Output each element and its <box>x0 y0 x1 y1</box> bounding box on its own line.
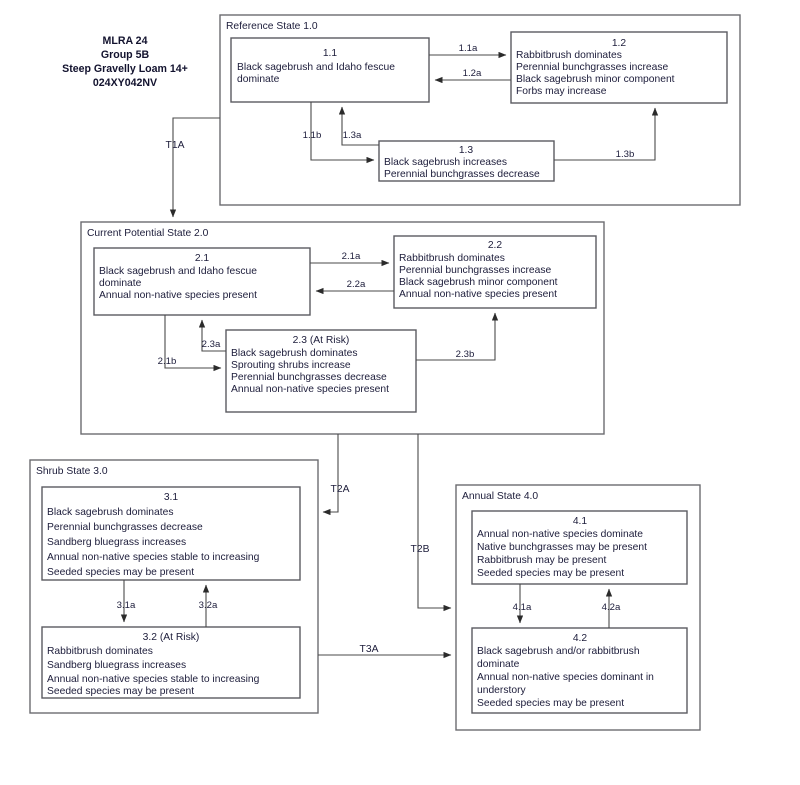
phase-box-2-3[interactable] <box>225 329 417 413</box>
phase-line-3-2-0: Rabbitbrush dominates <box>47 646 153 657</box>
phase-line-3-2-2: Annual non-native species stable to incr… <box>47 674 260 685</box>
edge-2-3a <box>198 319 226 352</box>
title-line-code: 024XY042NV <box>93 77 157 89</box>
phase-line-4-2-2: Annual non-native species dominant in <box>477 672 654 683</box>
phase-line-3-1-2: Sandberg bluegrass increases <box>47 537 186 548</box>
diagram-title: MLRA 24 Group 5B Steep Gravelly Loam 14+… <box>62 35 188 89</box>
phase-line-1-3-0: Black sagebrush increases <box>384 157 507 168</box>
edge-label-1-2a: 1.2a <box>463 68 482 79</box>
phase-number-2-1: 2.1 <box>195 253 210 264</box>
state-label-shrub: Shrub State 3.0 <box>36 466 108 477</box>
phase-number-4-1: 4.1 <box>573 516 588 527</box>
edge-label-3-1a: 3.1a <box>117 600 136 611</box>
phase-number-3-1: 3.1 <box>164 492 179 503</box>
phase-line-4-1-0: Annual non-native species dominate <box>477 529 643 540</box>
edge-label-1-3a: 1.3a <box>343 130 362 141</box>
edge-label-4-1a: 4.1a <box>513 602 532 613</box>
transition-label-t2b: T2B <box>411 544 430 555</box>
phase-line-4-2-3: understory <box>477 685 527 696</box>
phase-box-1-1[interactable] <box>230 37 430 103</box>
title-line-group: Group 5B <box>101 49 150 61</box>
phase-number-4-2: 4.2 <box>573 633 588 644</box>
state-label-annual: Annual State 4.0 <box>462 491 538 502</box>
phase-number-2-2: 2.2 <box>488 240 503 251</box>
phase-box-3-2[interactable] <box>41 626 301 699</box>
phase-line-1-2-0: Rabbitbrush dominates <box>516 50 622 61</box>
phase-line-4-1-3: Seeded species may be present <box>477 568 624 579</box>
phase-number-2-3: 2.3 (At Risk) <box>293 335 350 346</box>
phase-line-3-1-0: Black sagebrush dominates <box>47 507 174 518</box>
state-label-reference: Reference State 1.0 <box>226 21 318 32</box>
phase-line-1-1-0: Black sagebrush and Idaho fescue <box>237 62 395 73</box>
transition-label-t2a: T2A <box>331 484 350 495</box>
phase-line-3-1-4: Seeded species may be present <box>47 567 194 578</box>
phase-line-2-1-1: dominate <box>99 278 142 289</box>
transition-t1a <box>169 117 220 218</box>
title-line-mlra: MLRA 24 <box>103 35 148 47</box>
phase-line-2-2-2: Black sagebrush minor component <box>399 277 558 288</box>
edge-label-1-1b: 1.1b <box>303 130 322 141</box>
edge-label-2-2a: 2.2a <box>347 279 366 290</box>
edge-label-2-1b: 2.1b <box>158 356 177 367</box>
phase-line-1-2-3: Forbs may increase <box>516 86 607 97</box>
phase-box-2-2[interactable] <box>393 235 597 309</box>
transition-label-t3a: T3A <box>360 644 379 655</box>
phase-line-4-2-1: dominate <box>477 659 520 670</box>
phase-line-4-1-2: Rabbitbrush may be present <box>477 555 606 566</box>
phase-line-1-3-1: Perennial bunchgrasses decrease <box>384 169 540 180</box>
phase-line-2-2-0: Rabbitbrush dominates <box>399 253 505 264</box>
phase-box-3-1[interactable] <box>41 486 301 581</box>
phase-line-4-2-0: Black sagebrush and/or rabbitbrush <box>477 646 640 657</box>
edge-2-1b <box>164 315 222 372</box>
edge-label-4-2a: 4.2a <box>602 602 621 613</box>
phase-line-2-3-3: Annual non-native species present <box>231 384 389 395</box>
phase-number-1-1: 1.1 <box>323 48 338 59</box>
title-line-site: Steep Gravelly Loam 14+ <box>62 63 188 75</box>
phase-line-3-2-1: Sandberg bluegrass increases <box>47 660 186 671</box>
phase-line-2-2-3: Annual non-native species present <box>399 289 557 300</box>
edge-label-2-3a: 2.3a <box>202 339 221 350</box>
edge-1-1b <box>310 102 375 164</box>
phase-line-2-3-0: Black sagebrush dominates <box>231 348 358 359</box>
phase-line-1-1-1: dominate <box>237 74 280 85</box>
phase-line-3-1-1: Perennial bunchgrasses decrease <box>47 522 203 533</box>
phase-box-1-3[interactable] <box>378 140 555 182</box>
phase-line-4-2-4: Seeded species may be present <box>477 698 624 709</box>
phase-number-1-3: 1.3 <box>459 145 474 156</box>
edge-1-3a <box>338 106 379 146</box>
phase-line-2-1-2: Annual non-native species present <box>99 290 257 301</box>
phase-line-1-2-1: Perennial bunchgrasses increase <box>516 62 669 73</box>
phase-line-1-2-2: Black sagebrush minor component <box>516 74 675 85</box>
edge-label-2-1a: 2.1a <box>342 251 361 262</box>
phase-number-1-2: 1.2 <box>612 38 627 49</box>
phase-line-2-3-1: Sprouting shrubs increase <box>231 360 351 371</box>
phase-line-3-1-3: Annual non-native species stable to incr… <box>47 552 260 563</box>
phase-number-3-2: 3.2 (At Risk) <box>143 632 200 643</box>
phase-line-2-1-0: Black sagebrush and Idaho fescue <box>99 266 257 277</box>
phase-box-4-1[interactable] <box>471 510 688 585</box>
edge-1-3b <box>554 107 659 161</box>
edge-label-3-2a: 3.2a <box>199 600 218 611</box>
edge-label-1-3b: 1.3b <box>616 149 635 160</box>
phase-line-2-2-1: Perennial bunchgrasses increase <box>399 265 552 276</box>
edge-2-3b <box>416 312 499 361</box>
phase-line-3-2-3: Seeded species may be present <box>47 686 194 697</box>
edge-label-2-3b: 2.3b <box>456 349 475 360</box>
edge-label-1-1a: 1.1a <box>459 43 478 54</box>
transition-label-t1a: T1A <box>166 140 185 151</box>
transition-t2a <box>322 434 339 516</box>
phase-box-4-2[interactable] <box>471 627 688 714</box>
phase-box-2-1[interactable] <box>93 247 311 316</box>
phase-line-2-3-2: Perennial bunchgrasses decrease <box>231 372 387 383</box>
phase-box-1-2[interactable] <box>510 31 728 104</box>
phase-line-4-1-1: Native bunchgrasses may be present <box>477 542 647 553</box>
state-label-current-potential: Current Potential State 2.0 <box>87 228 209 239</box>
transition-t2b <box>417 434 452 612</box>
